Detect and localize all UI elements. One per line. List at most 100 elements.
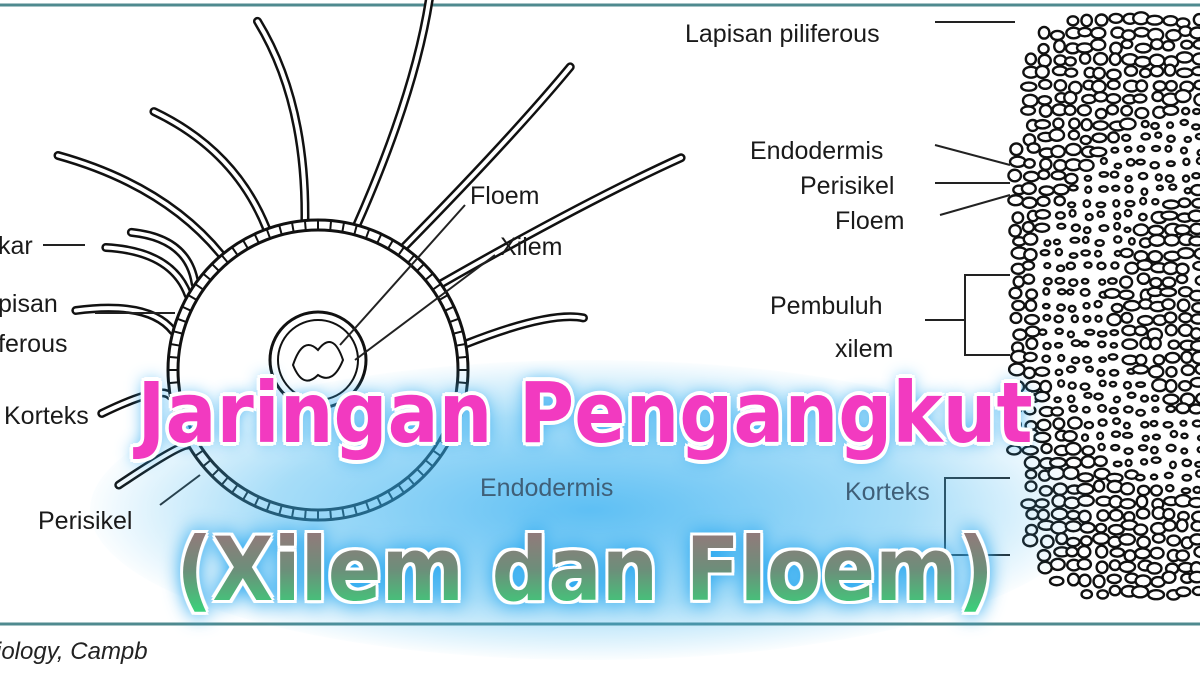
cell (1064, 56, 1077, 67)
label-pericycle-right: Perisikel (800, 172, 895, 200)
cell (1096, 589, 1110, 600)
cell (1135, 79, 1149, 93)
cell (1193, 247, 1200, 260)
cell (1148, 233, 1166, 247)
cell (1053, 39, 1066, 54)
cell (1152, 80, 1167, 92)
cell (1154, 131, 1163, 139)
cell (1188, 570, 1200, 584)
cell (1180, 487, 1192, 495)
cell (1062, 430, 1078, 443)
cell (1112, 395, 1122, 404)
cell (1132, 223, 1150, 237)
cell (1092, 51, 1109, 66)
cell (1095, 201, 1107, 209)
cell (1054, 211, 1066, 220)
cell (1135, 494, 1149, 509)
cell (1022, 170, 1040, 183)
cell (1161, 276, 1177, 289)
cell (1038, 185, 1055, 197)
cell (1099, 156, 1108, 166)
cell (1178, 311, 1193, 324)
cell (1034, 208, 1052, 220)
cell (1124, 458, 1133, 468)
cell (1084, 328, 1096, 336)
cell (1010, 379, 1026, 394)
cell (1097, 340, 1107, 349)
cell (1094, 107, 1108, 120)
cell (1110, 430, 1122, 439)
label-xylem-right-line1: Pembuluh (770, 292, 883, 320)
cell (1097, 418, 1108, 427)
cell (1092, 120, 1110, 131)
cell (1053, 396, 1062, 404)
cell (1177, 197, 1192, 209)
cell (1191, 65, 1200, 77)
cell (1063, 104, 1077, 117)
cell (1089, 38, 1107, 52)
cell (1165, 121, 1175, 130)
vascular-bundle (291, 341, 345, 382)
cell (1048, 575, 1065, 587)
cell (1193, 92, 1200, 107)
cell (1054, 247, 1064, 257)
cell (1066, 394, 1076, 404)
cell (1054, 327, 1064, 336)
cell (1036, 418, 1052, 432)
cell (1164, 378, 1178, 393)
cell (1124, 184, 1134, 194)
cell (1105, 68, 1122, 81)
cell (1161, 298, 1176, 311)
cell (1080, 117, 1093, 132)
cell (1037, 78, 1053, 91)
cell (1050, 170, 1067, 181)
cell (1151, 197, 1160, 206)
cell (1163, 63, 1177, 77)
cell (1182, 157, 1191, 167)
cell (1056, 288, 1067, 296)
cell (1096, 330, 1108, 338)
cell (1033, 431, 1052, 444)
cell (1113, 235, 1123, 244)
cell (1093, 249, 1103, 258)
cell (1098, 379, 1107, 388)
cell (1106, 79, 1121, 91)
cell (1189, 222, 1200, 236)
cell (1082, 226, 1092, 235)
cell (1093, 392, 1104, 401)
cell (1024, 298, 1038, 313)
cell (1191, 171, 1200, 180)
cell (1167, 339, 1181, 350)
cell (1164, 144, 1173, 153)
cell (1108, 380, 1118, 388)
cell (1020, 105, 1037, 116)
cell (1189, 327, 1200, 341)
cell (1111, 184, 1121, 192)
cell (1189, 26, 1200, 40)
cell (1080, 277, 1090, 285)
cell (1136, 272, 1151, 286)
cell (1121, 29, 1137, 42)
cell (1160, 210, 1179, 221)
cell (1149, 276, 1163, 289)
cell (1133, 547, 1152, 560)
cell (1066, 288, 1075, 296)
cell (1181, 473, 1193, 482)
cell (1118, 533, 1137, 546)
cell (1091, 132, 1108, 144)
cell (1132, 523, 1149, 536)
cell (1155, 184, 1165, 192)
cell (1180, 364, 1196, 377)
cell (1081, 405, 1091, 414)
cell (1063, 90, 1078, 105)
cell (1131, 364, 1150, 375)
cell (1149, 65, 1165, 78)
cell (1054, 276, 1066, 285)
cell (1070, 356, 1081, 365)
cell (1082, 314, 1092, 324)
cell (1021, 260, 1036, 271)
cell (1079, 287, 1091, 297)
cell (1188, 289, 1200, 302)
cell (1057, 353, 1066, 363)
cell (1082, 301, 1091, 310)
